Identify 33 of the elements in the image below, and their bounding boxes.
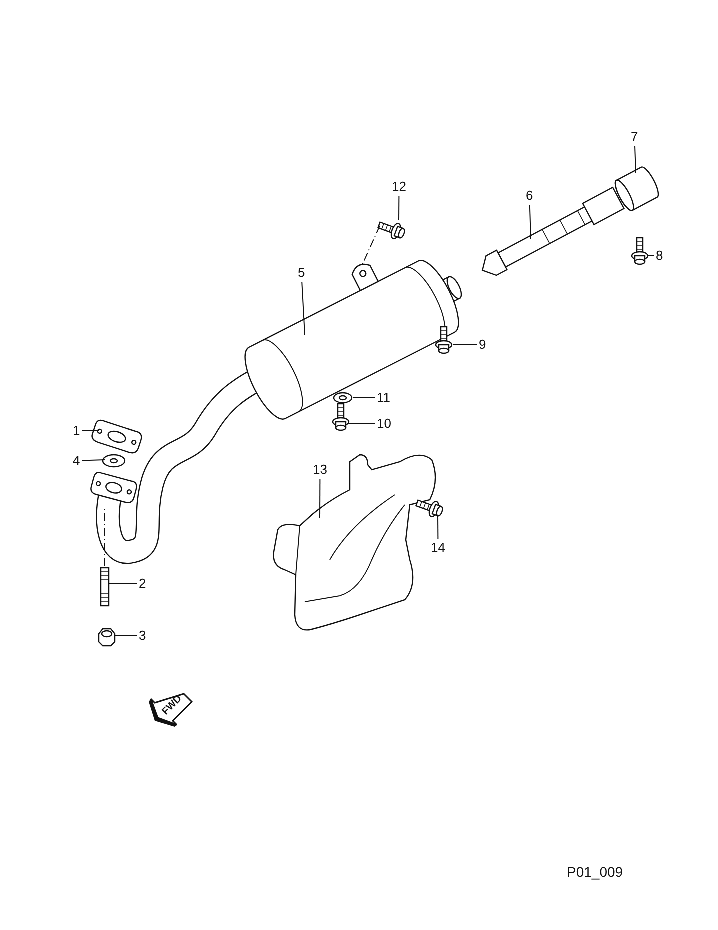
leader-line xyxy=(82,430,100,432)
callout-number: 13 xyxy=(313,463,328,477)
end-cap-drawing xyxy=(614,166,660,212)
callout-number: 14 xyxy=(431,541,446,555)
leader-line xyxy=(302,282,306,336)
leader-line xyxy=(82,460,106,462)
callout-number: 12 xyxy=(392,180,406,194)
callout-number: 6 xyxy=(526,189,534,203)
callout-number: 9 xyxy=(479,338,486,352)
bolt-drawing xyxy=(631,237,649,266)
center-line xyxy=(104,508,106,566)
callout-number: 4 xyxy=(73,454,80,468)
diagram-code: P01_009 xyxy=(567,864,624,880)
callout-number: 7 xyxy=(631,130,638,144)
nut-drawing xyxy=(98,628,116,647)
callout-number: 8 xyxy=(656,249,664,263)
callout-number: 2 xyxy=(139,577,146,591)
leader-line xyxy=(452,344,478,346)
center-line xyxy=(362,226,380,266)
muffler-drawing xyxy=(90,260,462,564)
leader-line xyxy=(438,516,439,540)
leader-line xyxy=(320,478,321,518)
spark-arrester-pipe-drawing xyxy=(482,186,626,276)
leader-line xyxy=(634,146,636,174)
stud-bolt-drawing xyxy=(100,567,110,607)
bolt-drawing xyxy=(377,222,406,240)
callout-number: 11 xyxy=(377,391,390,405)
leader-line xyxy=(529,204,532,240)
callout-number: 1 xyxy=(73,424,80,438)
callout-number: 3 xyxy=(139,629,146,643)
callout-number: 10 xyxy=(377,417,392,431)
leader-line xyxy=(398,196,400,220)
callout-number: 5 xyxy=(298,266,306,280)
